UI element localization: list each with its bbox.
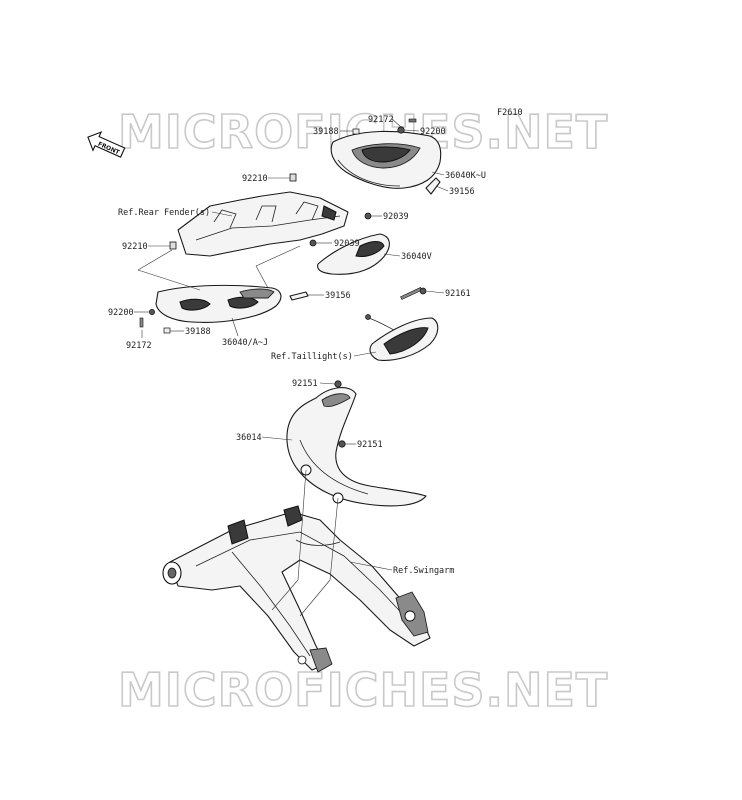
label-39156-mid: 39156 (325, 291, 351, 301)
figure-code: F2610 (497, 108, 523, 118)
label-92172-top: 92172 (368, 115, 394, 125)
upper-cover-36040k (330, 130, 442, 189)
nut-92151-mid (338, 440, 346, 448)
watermark-bottom: MICROFICHES.NET (118, 663, 608, 717)
leader-lines (134, 118, 449, 617)
label-39156-right: 39156 (449, 187, 475, 197)
label-39188-top: 39188 (313, 127, 339, 137)
nut-92151-top (334, 380, 342, 388)
rear-fender-reference (177, 191, 349, 257)
chain-guard-36014 (286, 387, 427, 507)
label-92200-top: 92200 (420, 127, 446, 137)
label-92210-upper: 92210 (242, 174, 268, 184)
swingarm-reference (162, 505, 431, 673)
label-92151-top: 92151 (292, 379, 318, 389)
grommet-92210-lower (169, 241, 177, 250)
bracket-39156-right (425, 177, 441, 195)
taillight-reference (365, 314, 439, 361)
label-ref-swingarm: Ref.Swingarm (393, 566, 454, 576)
label-36040aj: 36040/A~J (222, 338, 268, 348)
label-36040v: 36040V (401, 252, 432, 262)
label-92039-b: 92039 (334, 239, 360, 249)
label-92151-mid: 92151 (357, 440, 383, 450)
label-39188-bottom: 39188 (185, 327, 211, 337)
label-ref-rear-fender: Ref.Rear Fender(s) (118, 208, 210, 218)
bolt-92161 (400, 287, 427, 300)
clip-39188-top (352, 128, 360, 135)
fastener-92200-left (149, 309, 155, 315)
label-92172-bottom: 92172 (126, 341, 152, 351)
label-92039-a: 92039 (383, 212, 409, 222)
clip-39188-bottom (163, 327, 171, 334)
grommet-92210-upper (289, 173, 297, 182)
watermark-top: MICROFICHES.NET (118, 105, 608, 159)
label-ref-taillight: Ref.Taillight(s) (271, 352, 353, 362)
grommet-92039-b (309, 239, 317, 247)
grommet-92039-a (364, 212, 372, 220)
fastener-92200-top (397, 118, 417, 134)
label-92161: 92161 (445, 289, 471, 299)
label-92200-left: 92200 (108, 308, 134, 318)
bracket-39156-mid (289, 291, 309, 301)
screw-92172-bottom (139, 317, 144, 328)
label-36040k: 36040K~U (445, 171, 486, 181)
part-labels: 92172 92200 39188 36040K~U 39156 92210 R… (108, 115, 486, 576)
label-92210-lower: 92210 (122, 242, 148, 252)
label-36014: 36014 (236, 433, 262, 443)
lower-cover-36040aj (155, 284, 282, 323)
